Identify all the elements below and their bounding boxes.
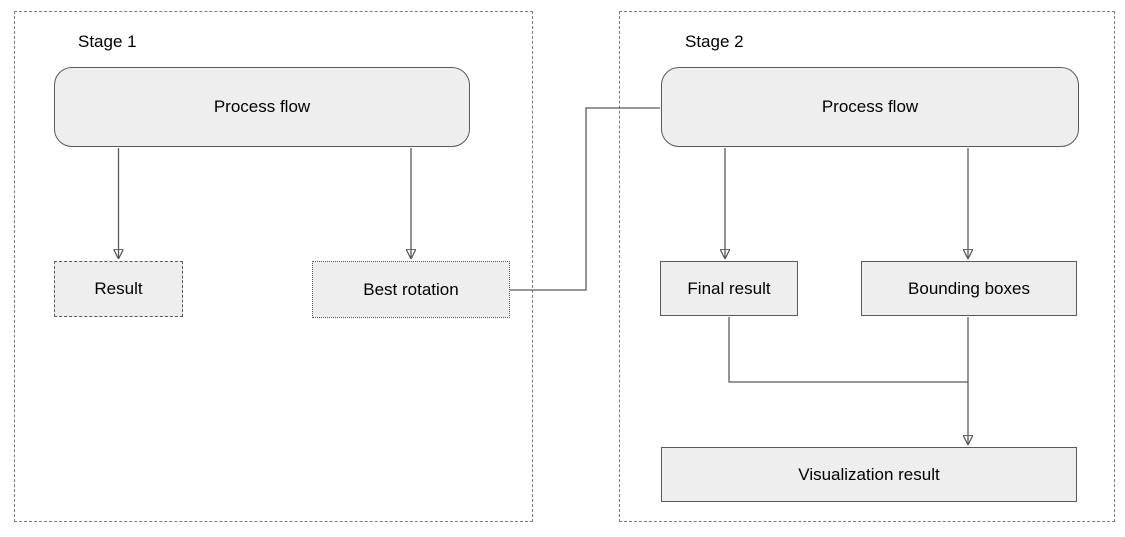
node-bounding-boxes: Bounding boxes xyxy=(861,261,1077,316)
node-visualization-result: Visualization result xyxy=(661,447,1077,502)
node-stage1-process-flow: Process flow xyxy=(54,67,470,147)
stage1-label: Stage 1 xyxy=(78,32,137,51)
node-result: Result xyxy=(54,261,183,317)
stage2-label: Stage 2 xyxy=(685,32,744,51)
node-best-rotation: Best rotation xyxy=(312,261,510,318)
node-final-result: Final result xyxy=(660,261,798,316)
node-stage2-process-flow: Process flow xyxy=(661,67,1079,147)
